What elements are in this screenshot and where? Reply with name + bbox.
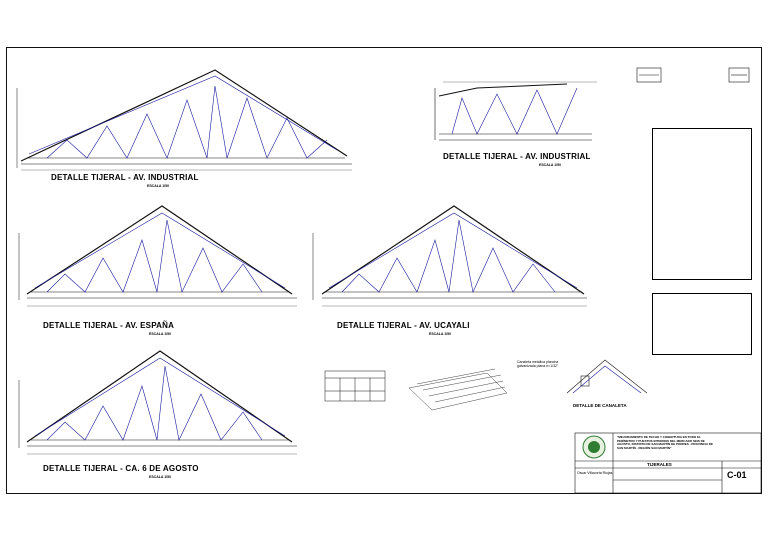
general-notes-panel <box>652 128 752 280</box>
canaleta-drawing <box>566 359 648 394</box>
sheet-name: TIJERALES <box>647 462 672 467</box>
detail-title-1: DETALLE TIJERAL - AV. INDUSTRIAL <box>51 173 199 182</box>
truss-industrial-2 <box>434 81 597 141</box>
drawing-canvas <box>16 67 762 494</box>
detail-scale-2: ESCALA 1/50 <box>539 163 562 167</box>
truss-ucayali <box>312 205 587 307</box>
municipal-logo <box>582 435 606 459</box>
corrugated-sheet <box>408 368 508 411</box>
detail-scale-3: ESCALA 1/50 <box>149 332 172 336</box>
detail-scale-4: ESCALA 1/50 <box>429 332 452 336</box>
truss-espana <box>18 205 297 307</box>
detail-title-5: DETALLE TIJERAL - CA. 6 DE AGOSTO <box>43 464 199 473</box>
title-block <box>574 432 762 494</box>
canaleta-title: DETALLE DE CANALETA <box>573 403 627 408</box>
purlin-table <box>324 370 386 402</box>
detail-title-3: DETALLE TIJERAL - AV. ESPAÑA <box>43 321 175 330</box>
sheet-code: C-01 <box>727 470 747 480</box>
truss-6-agosto <box>18 350 297 455</box>
detail-scale-1: ESCALA 1/50 <box>147 184 170 188</box>
canaleta-label: Canaleta metálica plancha galvanizada pl… <box>517 360 559 368</box>
section-details <box>636 67 750 83</box>
detail-title-4: DETALLE TIJERAL - AV. UCAYALI <box>337 321 470 330</box>
drawing-sheet: DETALLE TIJERAL - AV. INDUSTRIAL ESCALA … <box>6 47 762 494</box>
important-notes-panel <box>652 293 752 355</box>
detail-title-2: DETALLE TIJERAL - AV. INDUSTRIAL <box>443 152 591 161</box>
detail-scale-5: ESCALA 1/50 <box>149 475 172 479</box>
designer-name: Oscar Villacorta Riojas <box>577 471 613 475</box>
project-name: "MEJORAMIENTO DE TECHO Y COBERTURA EN TO… <box>617 435 713 450</box>
truss-industrial-1 <box>16 69 352 171</box>
